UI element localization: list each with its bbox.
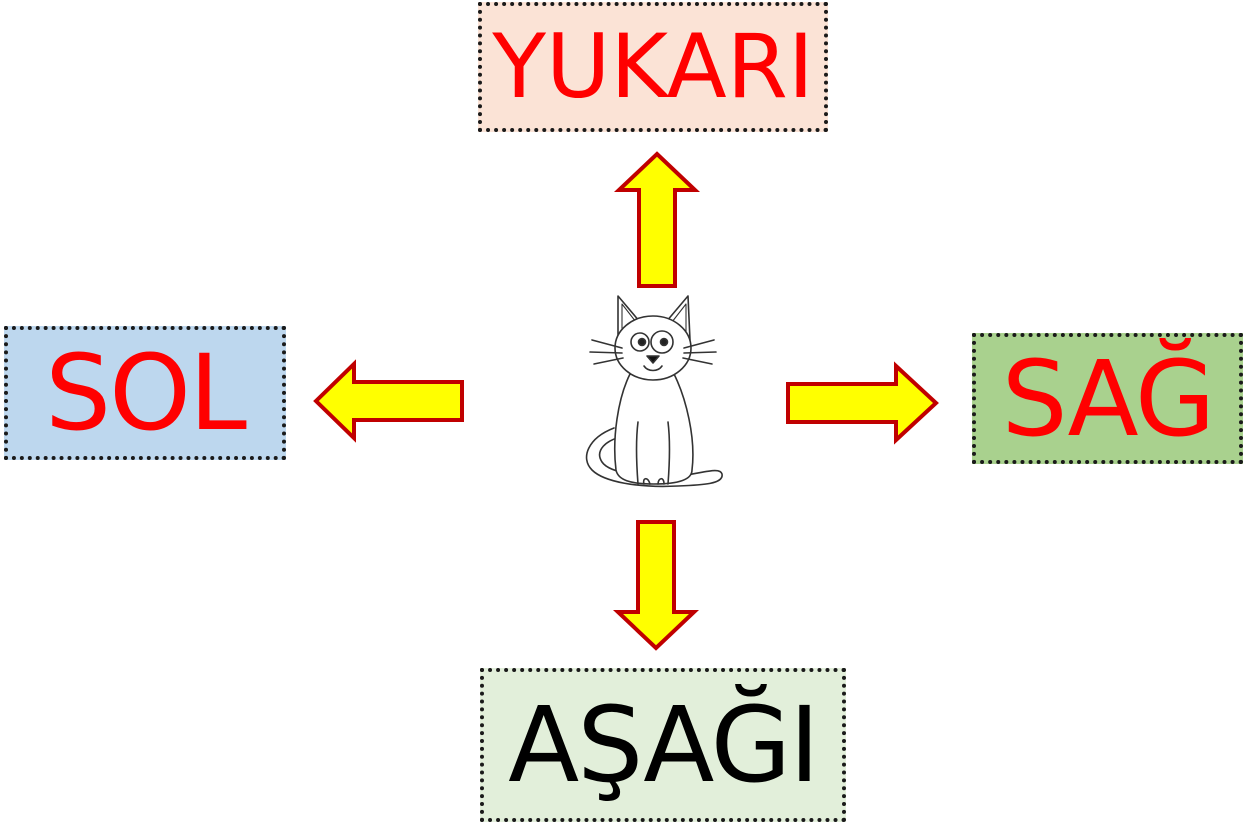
label-box-left: SOL (4, 326, 286, 460)
label-box-up: YUKARI (478, 2, 828, 132)
label-box-down: AŞAĞI (480, 668, 846, 822)
label-right: SAĞ (1001, 337, 1216, 460)
arrow-right-icon (786, 361, 939, 445)
label-up: YUKARI (492, 15, 814, 118)
label-box-right: SAĞ (972, 333, 1243, 464)
label-left: SOL (45, 332, 247, 454)
label-down: AŞAĞI (508, 684, 820, 806)
cat-icon (585, 295, 723, 488)
arrow-left-icon (313, 359, 464, 443)
arrow-up-icon (613, 151, 701, 288)
arrow-down-icon (612, 520, 700, 651)
